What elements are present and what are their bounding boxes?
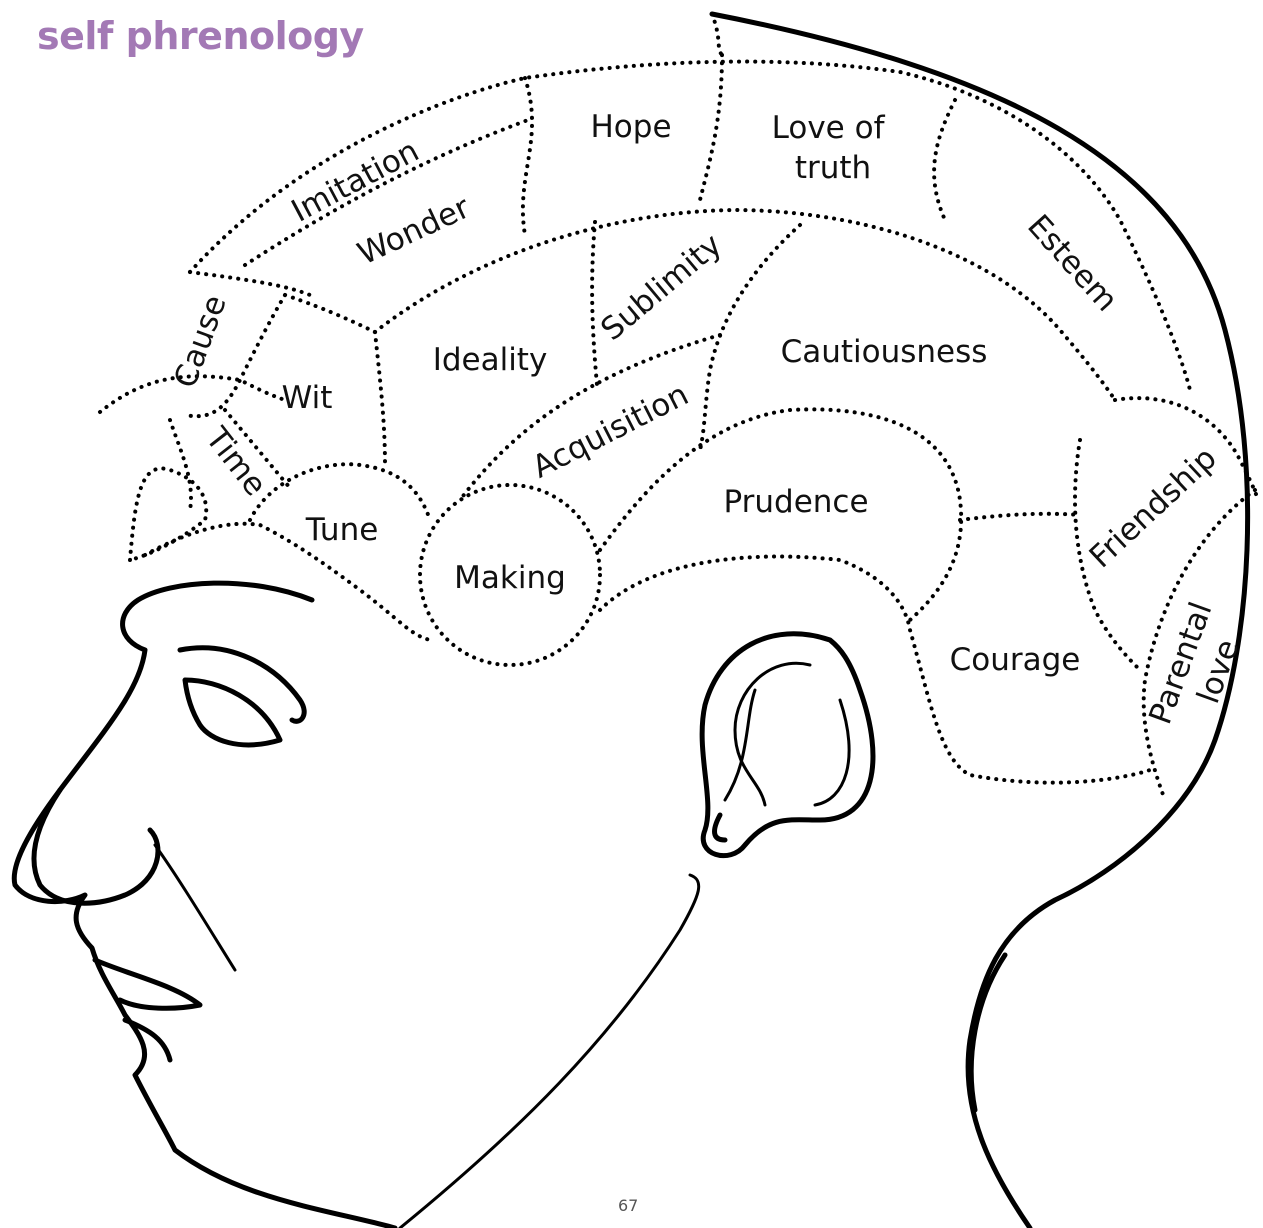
label-making: Making [454,560,566,596]
skull-outline [712,14,1248,1228]
label-friendship: Friendship [1083,440,1224,575]
nose-icon [34,790,158,903]
mouth-icon [95,960,200,1008]
brow-line [180,648,304,722]
label-ideality: Ideality [433,342,548,378]
label-tune: Tune [305,512,379,548]
head-outline [14,14,1247,1228]
label-sublimity: Sublimity [594,227,729,348]
label-hope: Hope [590,109,671,145]
label-cause: Cause [167,291,233,393]
label-love-of-truth-line-2: truth [795,150,871,186]
eye-icon [185,680,280,745]
label-time: Time [198,420,274,503]
face-features [34,648,304,1060]
label-wonder: Wonder [352,189,475,272]
label-wit: Wit [282,380,333,416]
label-courage: Courage [950,642,1081,678]
label-cautiousness: Cautiousness [781,334,988,370]
label-esteem: Esteem [1020,208,1125,318]
region-labels: Hope Love of truth Imitation Wonder Este… [167,109,1258,742]
label-love-of-truth-line-1: Love of [772,110,886,146]
label-prudence: Prudence [723,484,868,520]
page-number: 67 [618,1196,638,1215]
cheek-line [155,845,235,970]
jaw-line [400,875,699,1228]
label-love-of-truth: Love of truth [772,110,895,186]
ear-icon [702,634,873,856]
